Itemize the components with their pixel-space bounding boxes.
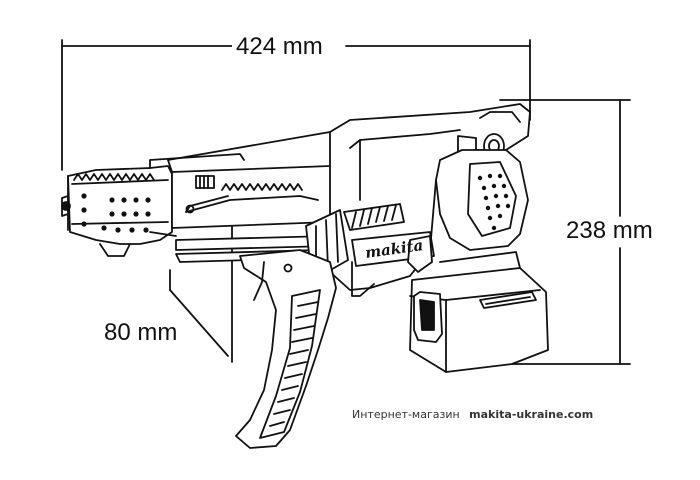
extension-grip <box>235 249 337 449</box>
watermark: Интернет-магазин makita-ukraine.com <box>352 408 593 421</box>
height-dimension-line <box>499 99 631 365</box>
watermark-site: makita-ukraine.com <box>469 408 594 421</box>
rear-handle <box>435 149 529 251</box>
battery-pack <box>409 251 549 373</box>
watermark-prefix: Интернет-магазин <box>352 408 460 421</box>
trigger <box>407 235 433 273</box>
nose-piece <box>61 153 245 257</box>
length-dimension-line <box>61 39 531 171</box>
brand-logo-text: makita <box>364 236 424 262</box>
height-dimension-label: 238 mm <box>562 218 657 244</box>
stroke-dimension-label: 80 mm <box>104 319 178 346</box>
length-dimension-label: 424 mm <box>232 34 327 60</box>
